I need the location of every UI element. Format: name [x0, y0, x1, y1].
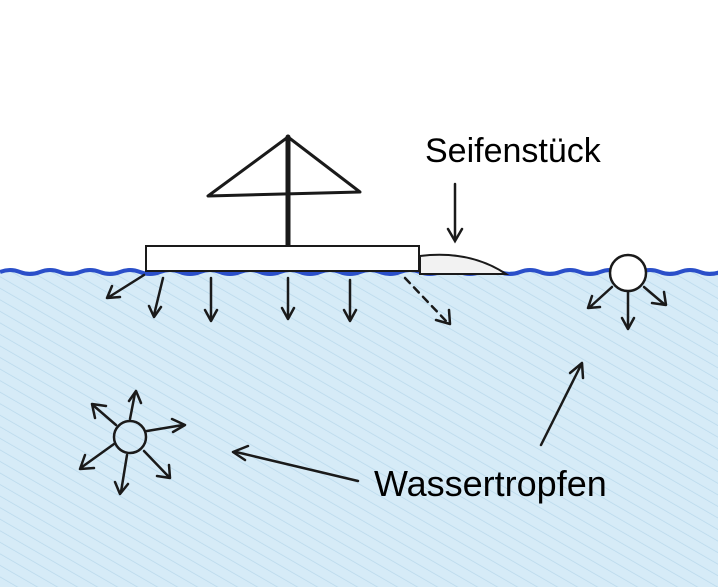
water-drops-pointer-arrows [231, 361, 585, 483]
water-hatching [0, 271, 718, 587]
submerged-water-drop [78, 389, 187, 496]
raft [145, 245, 420, 272]
soap-piece [419, 253, 510, 275]
raft-force-arrows [105, 273, 452, 326]
surface-water-drop [586, 253, 668, 331]
soap-piece-label: Seifenstück [425, 132, 601, 170]
water-drops-label: Wassertropfen [374, 463, 607, 504]
umbrella-icon [206, 134, 362, 249]
soap-pointer-arrow [446, 182, 464, 244]
